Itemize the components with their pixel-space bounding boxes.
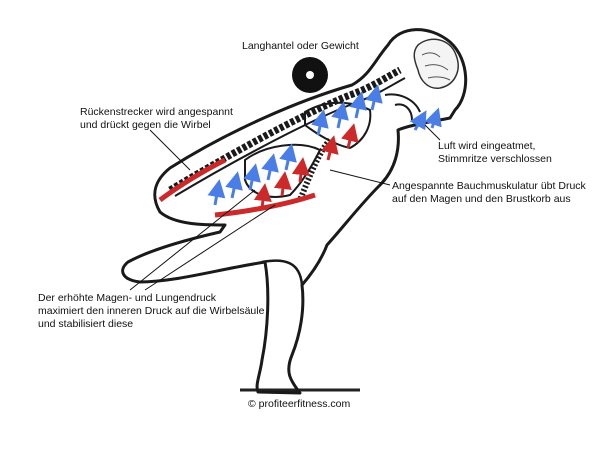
copyright-text: © profiteerfitness.com — [248, 398, 351, 410]
leader-erector — [149, 129, 191, 171]
leg-inner-line — [261, 259, 304, 286]
airway — [384, 93, 421, 121]
label-pressure: Der erhöhte Magen- und Lungendruck maxim… — [38, 292, 265, 330]
brain — [413, 38, 459, 89]
blue-pressure-arrows — [207, 84, 442, 206]
leader-pressure-2 — [144, 204, 276, 291]
label-weight: Langhantel oder Gewicht — [242, 40, 359, 52]
label-abdominals: Angespannte Bauchmuskulatur übt Druck au… — [392, 180, 586, 205]
erector-spinae-muscle — [158, 157, 227, 203]
leader-abdominals — [329, 169, 391, 186]
label-erector-spinae: Rückenstrecker wird angespannt und drück… — [80, 106, 233, 131]
label-air: Luft wird eingeatmet, Stimmritze verschl… — [438, 140, 552, 165]
spinal-cord — [174, 77, 406, 197]
leader-air — [424, 124, 441, 141]
body-outline — [121, 28, 468, 395]
leader-pressure-1 — [129, 189, 256, 291]
red-pressure-arrows — [253, 123, 359, 209]
abdominal-wall — [297, 137, 333, 202]
weight-hub — [306, 71, 314, 79]
brain-folds — [421, 52, 451, 81]
